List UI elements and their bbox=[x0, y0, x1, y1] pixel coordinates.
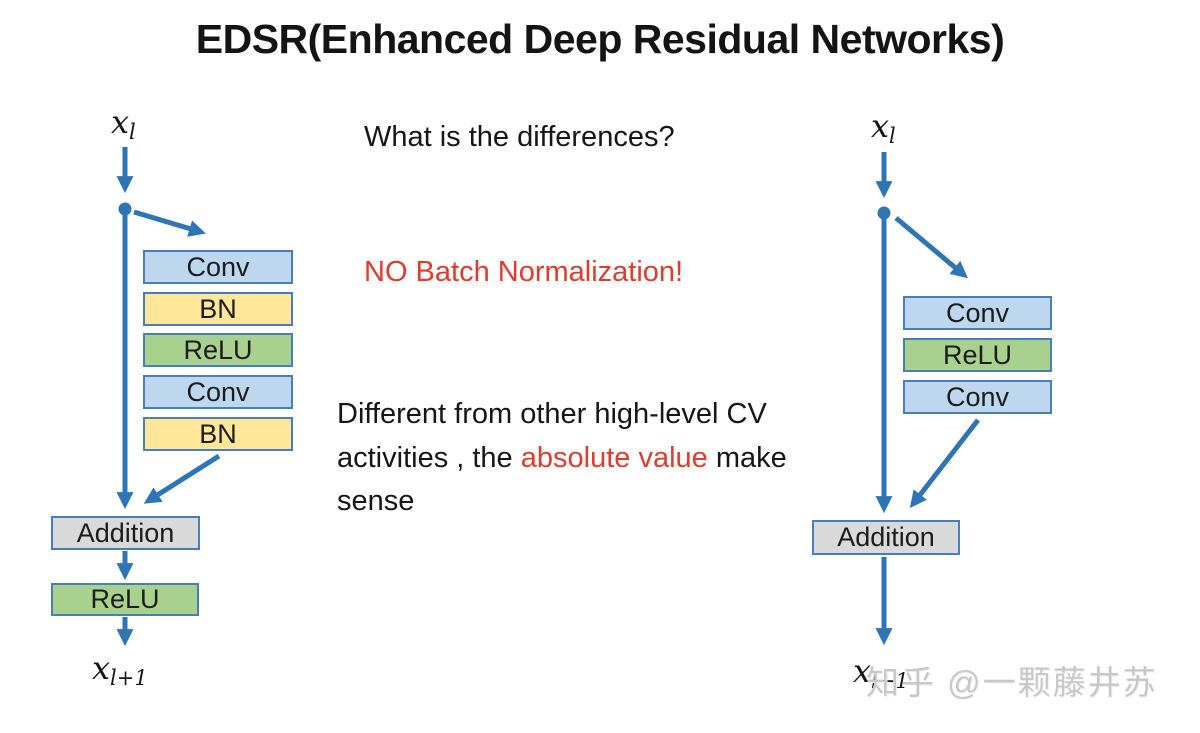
watermark: 知乎 @一颗藤井苏 bbox=[866, 664, 1158, 701]
right-node-addition: Addition bbox=[812, 520, 960, 555]
math-base: x bbox=[871, 107, 890, 145]
node-label: ReLU bbox=[90, 584, 160, 614]
left-node-bn-2: BN bbox=[143, 417, 293, 451]
left-node-relu-1: ReLU bbox=[143, 333, 293, 367]
paragraph-text: Different from other high-level CV activ… bbox=[337, 398, 767, 474]
question-text: What is the differences? bbox=[364, 121, 675, 153]
left-input-label: xl bbox=[111, 103, 136, 143]
node-label: Conv bbox=[945, 381, 1010, 412]
node-label: Conv bbox=[186, 251, 250, 282]
right-conv-to-addition-arrow bbox=[909, 418, 980, 509]
right-input-label: xl bbox=[871, 107, 896, 147]
math-sub: l bbox=[129, 120, 136, 144]
right-branch-arrow bbox=[894, 216, 968, 279]
left-node-addition: Addition bbox=[51, 516, 200, 550]
no-batch-norm-text: NO Batch Normalization! bbox=[364, 256, 684, 288]
right-node-conv-1: Conv bbox=[903, 296, 1052, 330]
math-base: x bbox=[111, 103, 130, 141]
left-node-bn-1: BN bbox=[143, 292, 293, 326]
math-base: x bbox=[853, 652, 872, 690]
node-label: Addition bbox=[76, 517, 175, 548]
node-label: ReLU bbox=[942, 339, 1013, 370]
right-node-conv-2: Conv bbox=[903, 380, 1052, 414]
right-node-relu: ReLU bbox=[903, 338, 1052, 372]
difference-paragraph: Different from other high-level CV activ… bbox=[337, 393, 831, 524]
math-sub: l bbox=[889, 124, 896, 148]
right-output-label: xl+1 bbox=[853, 652, 909, 692]
node-label: ReLU bbox=[183, 334, 253, 365]
node-label: Addition bbox=[837, 522, 935, 552]
page-title: EDSR(Enhanced Deep Residual Networks) bbox=[195, 16, 1005, 62]
paragraph-red-text: absolute value bbox=[520, 441, 708, 474]
math-sub: l+1 bbox=[871, 669, 909, 693]
node-label: Conv bbox=[186, 376, 250, 407]
left-node-relu-2: ReLU bbox=[51, 583, 199, 616]
left-bn-to-addition-arrow bbox=[143, 453, 221, 504]
node-label: BN bbox=[199, 293, 237, 324]
math-base: x bbox=[92, 649, 111, 687]
left-output-label: xl+1 bbox=[92, 649, 148, 689]
left-node-conv-1: Conv bbox=[143, 250, 293, 284]
node-label: Conv bbox=[945, 297, 1010, 328]
left-branch-arrow bbox=[133, 209, 206, 237]
math-sub: l+1 bbox=[110, 666, 148, 690]
paragraph-text: make sense bbox=[337, 441, 787, 518]
node-label: BN bbox=[199, 418, 237, 449]
left-node-conv-2: Conv bbox=[143, 375, 293, 409]
